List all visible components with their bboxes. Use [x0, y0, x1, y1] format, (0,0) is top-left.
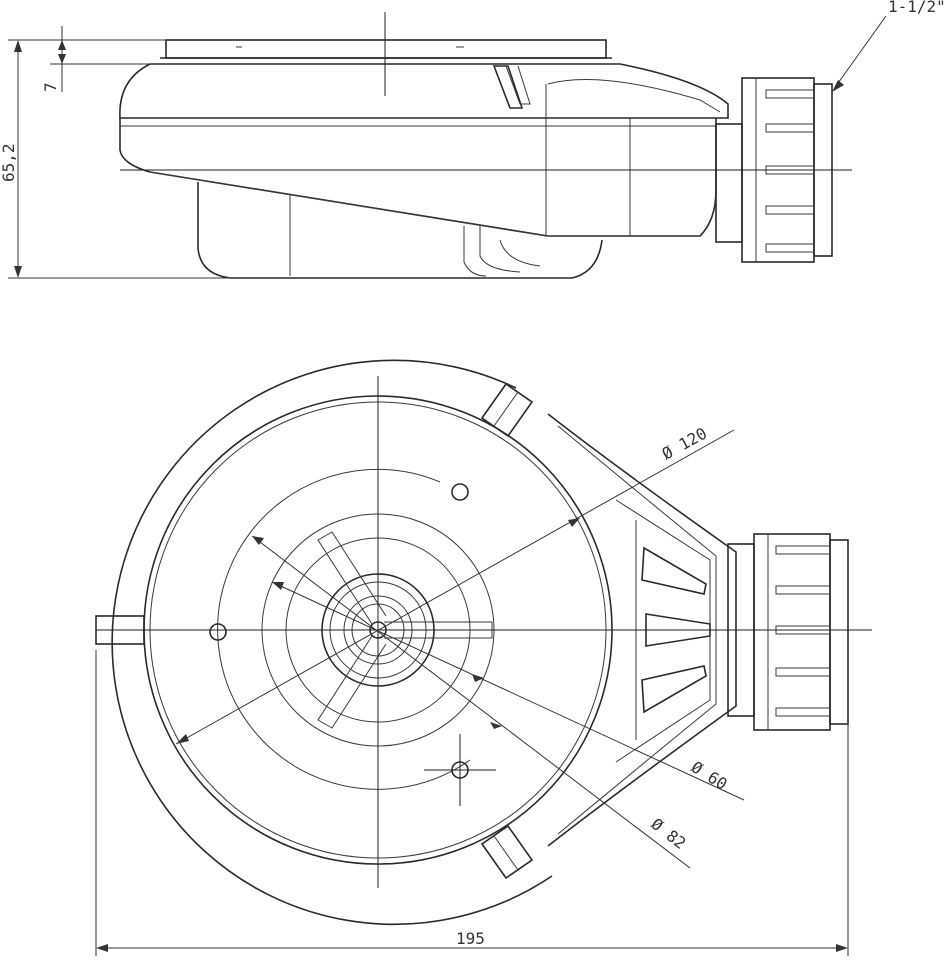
- dia82-dimension: [251, 535, 691, 869]
- flange-dimension: [50, 26, 150, 92]
- side-bowl-curve-3: [499, 239, 541, 267]
- side-body-top: [119, 63, 729, 119]
- top-ring-160: [217, 468, 471, 790]
- arm-slots: [641, 546, 711, 714]
- width-dimension: [95, 650, 849, 956]
- top-nut: [753, 533, 831, 731]
- top-nut-cap: [829, 539, 849, 725]
- side-bowl-curve-2: [479, 226, 521, 273]
- dia120-dimension: [175, 429, 735, 745]
- side-bowl: [197, 182, 603, 279]
- top-outer-rim: [111, 359, 553, 926]
- rim-rib-top: [480, 382, 534, 438]
- dia60-label: Ø 60: [688, 757, 731, 794]
- screw-hole-left: [209, 623, 227, 641]
- thread-label: 1-1/2": [888, 0, 946, 16]
- thread-leader: [832, 15, 887, 92]
- height-label: 65,2: [0, 143, 18, 182]
- side-slope-line: [149, 171, 547, 237]
- side-rib-inner: [505, 65, 531, 105]
- rim-rib-bottom: [480, 824, 534, 880]
- flange-label: 7: [41, 82, 60, 92]
- side-view: [119, 12, 852, 279]
- side-outlet-pipe: [715, 123, 743, 243]
- side-bowl-curve: [463, 226, 487, 277]
- top-view: [95, 359, 872, 926]
- dia60-dimension: [271, 581, 745, 801]
- top-nut-grooves: [775, 545, 831, 717]
- side-rib: [492, 65, 524, 109]
- side-nut-grooves: [765, 89, 815, 253]
- side-body-lower: [119, 118, 717, 237]
- dia82-label: Ø 82: [648, 814, 690, 853]
- side-arm-top: [547, 79, 721, 113]
- screw-hole-top: [451, 483, 469, 501]
- side-flange: [165, 39, 607, 59]
- top-outlet-arm: [547, 413, 737, 847]
- width-label: 195: [456, 929, 485, 948]
- height-dimension: [8, 39, 230, 279]
